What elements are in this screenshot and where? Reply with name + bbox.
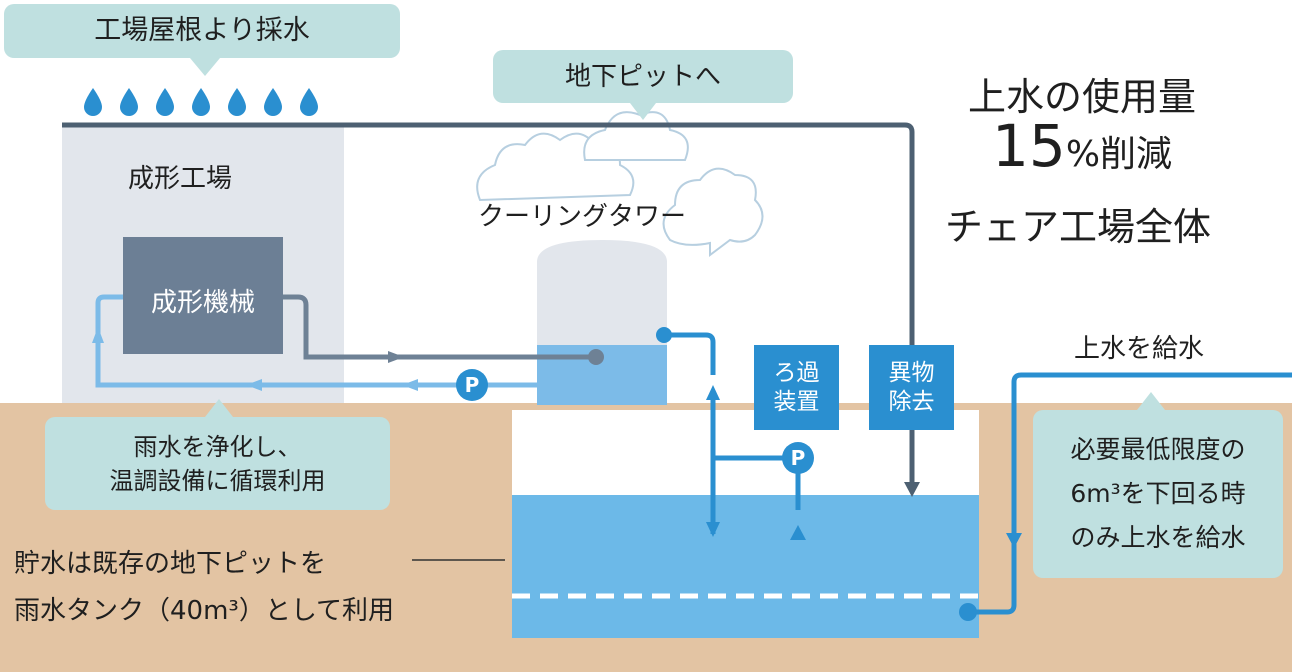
callout-roof-rain-text: 工場屋根より採水 [94,15,310,46]
raindrop-icon [264,88,282,116]
filter-device-label: ろ過 装置 [754,345,839,430]
return-pipe [95,294,537,388]
factory-label: 成形工場 [128,164,233,194]
callout-to-pit-text: 地下ピットへ [564,61,721,92]
rain-pipe-arrow [904,482,920,497]
cooling-tower-label: クーリングタワー [478,202,687,232]
debris-removal-label: 異物 除去 [869,345,954,430]
arrow-right-icon [388,351,404,363]
filter-device-line1: ろ過 [773,359,820,386]
pipe-node [588,349,604,365]
callout-tail [630,103,656,120]
debris-removal-line1: 異物 [888,359,935,386]
debris-removal-line2: 除去 [888,388,935,415]
callout-purify-line2: 温調設備に循環利用 [109,466,326,495]
pump-icon: P [456,369,488,401]
callout-supply-line3: のみ上水を給水 [1070,523,1246,552]
raindrop-icon [228,88,246,116]
arrow-down-icon [706,522,720,537]
rain-pipe [62,122,915,488]
rain-drops [84,88,318,116]
arrow-left-icon [246,379,262,391]
headline-line1: 上水の使用量 [968,75,1197,119]
arrow-up-icon [92,327,104,343]
raindrop-icon [156,88,174,116]
pit-description-line1: 貯水は既存の地下ピットを [14,549,327,579]
raindrop-icon [120,88,138,116]
headline-reduction: 15%削減 [992,112,1172,180]
steam-cloud-icon [476,111,764,257]
filter-inlet-pipe [664,332,716,375]
callout-tail [190,58,220,76]
arrow-up-icon [790,525,806,540]
arrow-up-icon [706,385,720,400]
callout-purify: 雨水を浄化し、 温調設備に循環利用 [45,417,390,510]
callout-supply-line1: 必要最低限度の [1070,435,1246,464]
machine-outlet-pipe [283,294,596,360]
callout-roof-rain: 工場屋根より採水 [4,4,400,58]
pit-description-line2: 雨水タンク（40m³）として利用 [14,596,395,626]
tap-water-pipe [968,372,1292,615]
callout-tail [205,399,233,417]
pit-water [512,495,979,638]
headline-suffix: %削減 [1065,134,1173,175]
filter-device-line2: 装置 [773,388,820,415]
molding-machine-label: 成形機械 [150,288,255,318]
arrow-left-icon [402,379,418,391]
tap-water-supply-label: 上水を給水 [1074,334,1205,364]
callout-supply: 必要最低限度の 6m³を下回る時 のみ上水を給水 [1033,410,1283,578]
callout-supply-line2: 6m³を下回る時 [1070,479,1246,508]
raindrop-icon [300,88,318,116]
raindrop-icon [192,88,210,116]
arrow-down-icon [1006,533,1022,548]
headline-line3: チェア工場全体 [945,205,1212,249]
pump-icon: P [782,442,814,474]
molding-machine-box [123,237,283,354]
raindrop-icon [84,88,102,116]
callout-purify-line1: 雨水を浄化し、 [133,432,302,461]
callout-tail [1137,392,1165,410]
headline-number: 15 [992,112,1066,180]
callout-to-pit: 地下ピットへ [493,50,793,103]
